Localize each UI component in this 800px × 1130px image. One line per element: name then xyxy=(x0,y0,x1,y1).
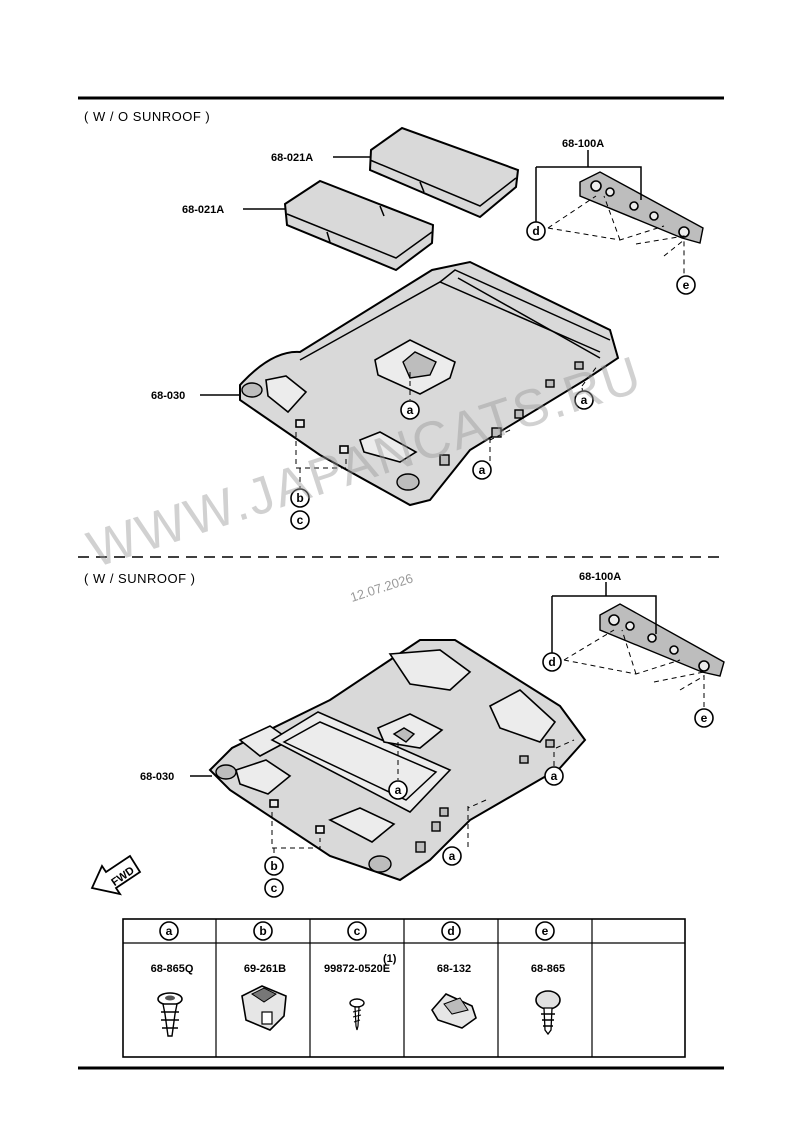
trim-rail-top xyxy=(579,171,704,244)
svg-text:c: c xyxy=(271,881,278,895)
clip-retainer-icon xyxy=(241,985,287,1031)
push-clip-icon xyxy=(535,990,561,1036)
svg-text:d: d xyxy=(447,924,454,938)
callouts-top: d e a a a b c xyxy=(290,221,696,530)
svg-text:b: b xyxy=(259,924,266,938)
legend-part-number-d: 68-132 xyxy=(437,963,471,975)
svg-text:d: d xyxy=(548,655,555,669)
legend-part-qty-c: (1) xyxy=(383,953,397,965)
bottom-diagram: 68-100A 68-030 xyxy=(90,571,725,896)
clip-lines-bottom xyxy=(271,739,575,860)
push-rivet-icon xyxy=(157,992,183,1037)
legend-header-b: b xyxy=(253,921,273,941)
headliner-top xyxy=(239,260,620,507)
svg-text:a: a xyxy=(395,783,402,797)
svg-text:b: b xyxy=(296,491,303,505)
legend-part-number-c: 99872-0520E xyxy=(324,963,390,975)
top-diagram: 68-021A 68-021A 68-100A xyxy=(151,126,704,507)
svg-text:b: b xyxy=(270,859,277,873)
callout-b-bottom: b xyxy=(264,856,284,876)
callout-a-top-1: a xyxy=(400,400,420,420)
callout-c-bottom: c xyxy=(264,878,284,898)
legend-part-number-e: 68-865 xyxy=(531,963,565,975)
svg-text:c: c xyxy=(354,924,361,938)
svg-text:a: a xyxy=(166,924,173,938)
legend-header-a: a xyxy=(159,921,179,941)
clip-lines-top xyxy=(295,364,599,488)
fastener-legend-table: a b c d e 68-865Q 69-261B 99872-0520E (1… xyxy=(122,918,686,1058)
legend-header-c: c xyxy=(347,921,367,941)
callout-a-top-2: a xyxy=(574,390,594,410)
sound-pad-upper xyxy=(368,126,520,219)
callout-e-bottom: e xyxy=(694,708,714,728)
label-headliner-top: 68-030 xyxy=(151,390,185,402)
bracket-rail-top xyxy=(535,150,642,222)
callout-a-bottom-1: a xyxy=(388,780,408,800)
watermark-date: 12.07.2026 xyxy=(348,570,415,604)
callout-c-top: c xyxy=(290,510,310,530)
callouts-bottom: d e a a a b c xyxy=(264,652,714,898)
callout-d-top: d xyxy=(526,221,546,241)
callout-e-top: e xyxy=(676,275,696,295)
spring-clip-icon xyxy=(431,993,477,1029)
sound-pad-lower xyxy=(283,179,435,272)
legend-part-number-a: 68-865Q xyxy=(151,963,194,975)
label-rail-bottom: 68-100A xyxy=(579,571,621,583)
legend-header-e: e xyxy=(535,921,555,941)
bracket-rail-bottom xyxy=(551,582,657,654)
svg-text:e: e xyxy=(683,278,690,292)
clip-lines-rail-top xyxy=(547,195,685,276)
svg-text:a: a xyxy=(581,393,588,407)
legend-part-number-b: 69-261B xyxy=(244,963,286,975)
screw-icon xyxy=(349,998,365,1031)
label-rail-top: 68-100A xyxy=(562,138,604,150)
svg-text:e: e xyxy=(542,924,549,938)
callout-d-bottom: d xyxy=(542,652,562,672)
svg-text:c: c xyxy=(297,513,304,527)
callout-b-top: b xyxy=(290,488,310,508)
section-title-with-sunroof: ( W / SUNROOF ) xyxy=(84,571,196,586)
svg-text:e: e xyxy=(701,711,708,725)
clip-lines-rail-bottom xyxy=(563,629,705,710)
svg-text:a: a xyxy=(551,769,558,783)
callout-a-top-3: a xyxy=(472,460,492,480)
svg-text:a: a xyxy=(479,463,486,477)
callout-a-bottom-3: a xyxy=(442,846,462,866)
svg-text:a: a xyxy=(449,849,456,863)
trim-rail-bottom xyxy=(599,603,725,677)
label-headliner-bottom: 68-030 xyxy=(140,771,174,783)
svg-text:d: d xyxy=(532,224,539,238)
label-pad-lower: 68-021A xyxy=(182,204,224,216)
section-title-without-sunroof: ( W / O SUNROOF ) xyxy=(84,109,210,124)
legend-header-d: d xyxy=(441,921,461,941)
label-pad-upper: 68-021A xyxy=(271,152,313,164)
svg-text:a: a xyxy=(407,403,414,417)
fwd-arrow: FWD xyxy=(90,854,142,896)
callout-a-bottom-2: a xyxy=(544,766,564,786)
